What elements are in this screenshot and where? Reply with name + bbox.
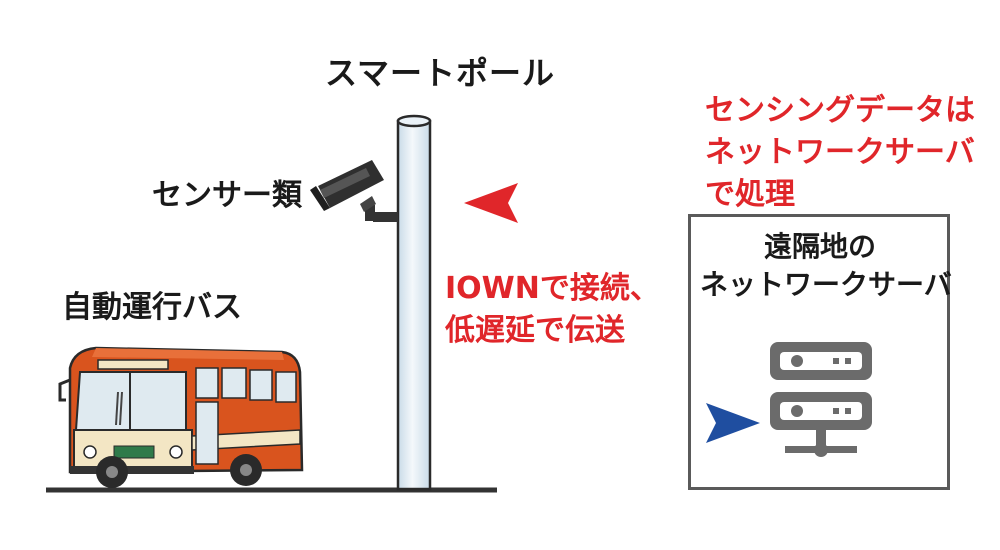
pole-title: スマートポール [325,54,556,92]
server-title-line: 遠隔地の [763,230,876,263]
server-title-line: ネットワークサーバ [700,268,952,301]
connection-label-line: 低遅延で伝送 [445,313,625,348]
sensor-label: センサー類 [152,178,302,213]
server-title: 遠隔地の ネットワークサーバ [700,228,952,304]
pole-illustration [396,114,432,491]
connection-label: IOWNで接続、 低遅延で伝送 [445,268,660,352]
processing-note-line: センシングデータは [705,93,975,128]
connection-label-line: IOWNで接続、 [445,271,660,306]
processing-note: センシングデータは ネットワークサーバ で処理 [705,90,975,216]
processing-note-line: ネットワークサーバ [705,135,975,170]
connection-arrow [464,183,760,443]
server-icon [770,342,872,457]
bus-illustration [58,346,304,488]
processing-note-line: で処理 [705,177,795,212]
bus-label: 自動運行バス [62,290,242,325]
camera-icon [310,160,398,222]
